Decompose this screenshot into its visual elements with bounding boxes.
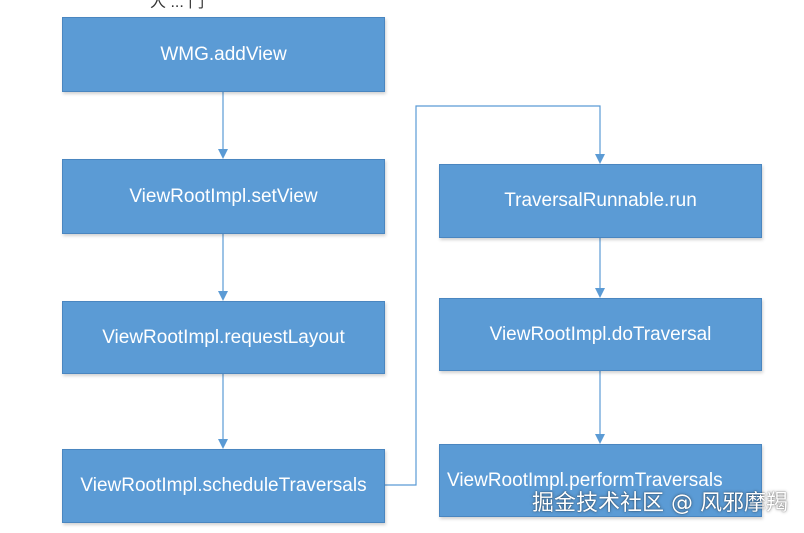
cropped-heading-fragment: 人 ... 门 xyxy=(150,0,205,11)
node-traversalrunnable-run: TraversalRunnable.run xyxy=(439,164,762,238)
watermark-text: 掘金技术社区 @ 风邪摩羯 xyxy=(532,491,788,516)
node-label: TraversalRunnable.run xyxy=(504,190,697,211)
node-performtraversals: ViewRootImpl.performTraversals xyxy=(439,444,762,517)
node-setview: ViewRootImpl.setView xyxy=(62,159,385,234)
node-label: ViewRootImpl.requestLayout xyxy=(102,326,345,348)
node-scheduletraversals: ViewRootImpl.scheduleTraversals xyxy=(62,449,385,523)
node-label: ViewRootImpl.performTraversals xyxy=(447,469,723,491)
node-label: ViewRootImpl.doTraversal xyxy=(489,323,712,345)
node-label: WMG.addView xyxy=(160,43,287,65)
node-label: ViewRootImpl.setView xyxy=(129,185,318,207)
node-wmg-addview: WMG.addView xyxy=(62,17,385,92)
node-label: ViewRootImpl.scheduleTraversals xyxy=(80,475,367,496)
arrow-scheduletraversals-to-traversalrunnable xyxy=(385,105,605,486)
node-dotraversal: ViewRootImpl.doTraversal xyxy=(439,298,762,371)
node-requestlayout: ViewRootImpl.requestLayout xyxy=(62,301,385,374)
